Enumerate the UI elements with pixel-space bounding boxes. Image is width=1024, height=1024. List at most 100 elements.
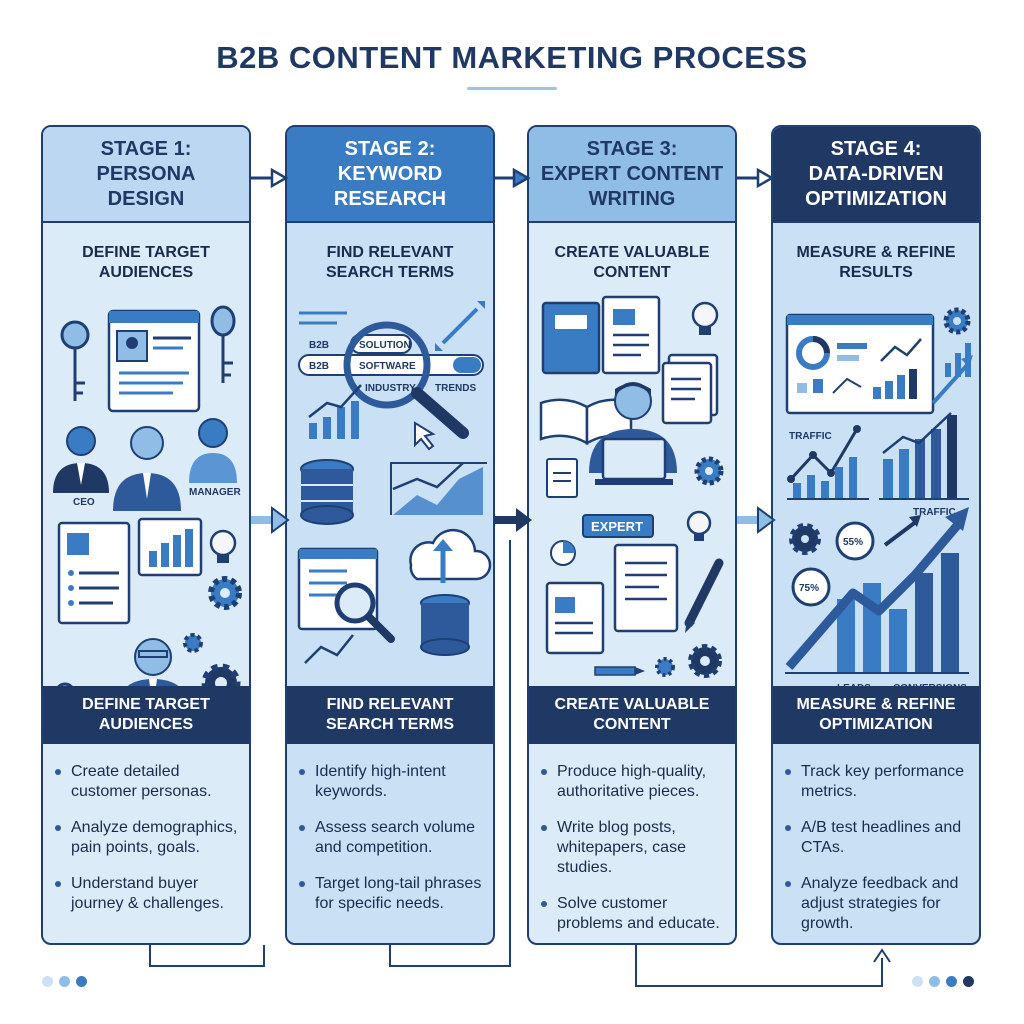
lightbulb-icon xyxy=(686,510,712,541)
mid-arrow-3 xyxy=(737,506,776,534)
bar-chart-icon xyxy=(137,517,203,577)
gear-icon xyxy=(183,633,203,653)
bottom-connector-3-4 xyxy=(635,945,891,987)
stage-1-subtitle: DEFINE TARGET AUDIENCES xyxy=(43,223,249,283)
line-chart-icon xyxy=(390,462,487,515)
stage-1-header-line: STAGE 1: xyxy=(100,137,192,160)
percent-badge xyxy=(791,567,831,607)
list-item: Write blog posts, whitepapers, case stud… xyxy=(539,818,729,878)
stage-3-subtitle: CREATE VALUABLE CONTENT xyxy=(529,223,735,283)
list-item: Assess search volume and competition. xyxy=(297,818,487,858)
stage-4-header-line: DATA-DRIVEN xyxy=(808,162,944,185)
document-icon xyxy=(601,295,661,375)
stage-2-illustration: B2B SOLUTION B2B SOFTWARE INDUSTRY TREND… xyxy=(287,283,493,743)
person-icon xyxy=(53,426,109,493)
stage-2-bullets: Identify high-intent keywords. Assess se… xyxy=(297,762,487,930)
list-item: A/B test headlines and CTAs. xyxy=(783,818,973,858)
stage-1-band: DEFINE TARGET AUDIENCES xyxy=(43,686,249,744)
bottom-connector-2-3 xyxy=(389,540,511,967)
document-stack-icon xyxy=(661,353,719,425)
stage-1-subtitle-line: DEFINE TARGET xyxy=(82,244,210,261)
stage-2-header: STAGE 2: KEYWORD RESEARCH xyxy=(287,127,493,223)
dashboard-window-icon xyxy=(785,313,935,415)
traffic-bar-chart-icon xyxy=(879,412,969,500)
writer-person-icon xyxy=(589,382,677,485)
stage-3-header-line: EXPERT CONTENT xyxy=(540,162,724,185)
stage-4-subtitle: MEASURE & REFINE RESULTS xyxy=(773,223,979,283)
list-item: Analyze demographics, pain points, goals… xyxy=(53,818,243,858)
gear-icon xyxy=(789,523,821,555)
keyword-trends: TRENDS xyxy=(435,383,476,394)
percent-badge xyxy=(835,521,875,561)
cursor-icon xyxy=(414,421,436,451)
progress-dot xyxy=(963,976,974,987)
keyword-software: SOFTWARE xyxy=(359,361,416,372)
magnifier-icon xyxy=(343,321,469,439)
list-item: Identify high-intent keywords. xyxy=(297,762,487,802)
database-icon xyxy=(420,594,470,656)
list-item: Produce high-quality, authoritative piec… xyxy=(539,762,729,802)
keyword-b2b: B2B xyxy=(309,340,329,351)
percent-55-label: 55% xyxy=(843,537,863,548)
gear-icon xyxy=(655,644,722,678)
keyword-b2b: B2B xyxy=(309,361,329,372)
gear-icon xyxy=(208,576,242,610)
gear-icon xyxy=(694,456,724,486)
progress-dot xyxy=(946,976,957,987)
stage-3-subtitle-line: CONTENT xyxy=(593,264,671,281)
list-item: Understand buyer journey & challenges. xyxy=(53,874,243,914)
key-icon xyxy=(210,305,236,383)
pie-chart-icon xyxy=(550,540,576,566)
stage-3-header: STAGE 3: EXPERT CONTENT WRITING xyxy=(529,127,735,223)
lightbulb-icon xyxy=(691,301,719,335)
ceo-label: CEO xyxy=(73,497,95,508)
growth-chart-icon xyxy=(785,507,969,674)
stage-3-band: CREATE VALUABLE CONTENT xyxy=(529,686,735,744)
stage-1-bullets: Create detailed customer personas. Analy… xyxy=(53,762,243,930)
stage-2-band: FIND RELEVANT SEARCH TERMS xyxy=(287,686,493,744)
document-icon xyxy=(57,521,131,625)
list-item: Create detailed customer personas. xyxy=(53,762,243,802)
stage-3-illustration: EXPERT xyxy=(529,283,735,743)
growth-arrow-icon xyxy=(931,355,973,405)
traffic-label: TRAFFIC xyxy=(913,507,956,518)
bottom-connector-1-2 xyxy=(149,945,265,967)
stage-3-subtitle-line: CREATE VALUABLE xyxy=(554,244,710,261)
mid-arrow-1 xyxy=(251,506,290,534)
traffic-label: TRAFFIC xyxy=(789,431,832,442)
database-icon xyxy=(300,459,354,525)
stage-4-header-line: STAGE 4: xyxy=(830,137,922,160)
text-lines-icon xyxy=(299,311,347,325)
expert-badge xyxy=(582,514,654,538)
stage-1-band-line: DEFINE TARGET xyxy=(82,696,210,713)
stage-1-header-line: DESIGN xyxy=(107,187,185,210)
expert-label: EXPERT xyxy=(591,519,643,534)
person-icon xyxy=(113,426,181,511)
stage-2-band-line: FIND RELEVANT xyxy=(326,696,454,713)
stage-4-band: MEASURE & REFINE OPTIMIZATION xyxy=(773,686,979,744)
stage-4-card: STAGE 4: DATA-DRIVEN OPTIMIZATION MEASUR… xyxy=(771,125,981,945)
manager-label: MANAGER xyxy=(189,487,241,498)
stage-2-header-line: KEYWORD xyxy=(337,162,443,185)
stage-4-bullets: Track key performance metrics. A/B test … xyxy=(783,762,973,943)
page-title: B2B CONTENT MARKETING PROCESS xyxy=(216,40,808,75)
stage-1-illustration: CEO MANAGER xyxy=(43,283,249,743)
list-item: Target long-tail phrases for specific ne… xyxy=(297,874,487,914)
gear-icon xyxy=(943,307,971,335)
bar-chart-icon xyxy=(308,384,362,439)
percent-75-label: 75% xyxy=(799,583,819,594)
stage-2-card: STAGE 2: KEYWORD RESEARCH FIND RELEVANT … xyxy=(285,125,495,945)
stage-4-band-line: MEASURE & REFINE xyxy=(796,696,956,713)
stage-3-header-line: WRITING xyxy=(588,187,676,210)
profile-window-icon xyxy=(107,309,201,413)
pen-icon xyxy=(684,558,724,633)
stage-2-subtitle-line: SEARCH TERMS xyxy=(325,264,454,281)
lightbulb-icon xyxy=(209,529,237,563)
person-icon xyxy=(189,418,237,483)
stage-1-to-2-arrow xyxy=(251,167,289,189)
progress-dot xyxy=(76,976,87,987)
stage-1-subtitle-line: AUDIENCES xyxy=(98,264,194,281)
stage-1-header-line: PERSONA xyxy=(96,162,196,185)
stage-2-header-line: STAGE 2: xyxy=(344,137,436,160)
